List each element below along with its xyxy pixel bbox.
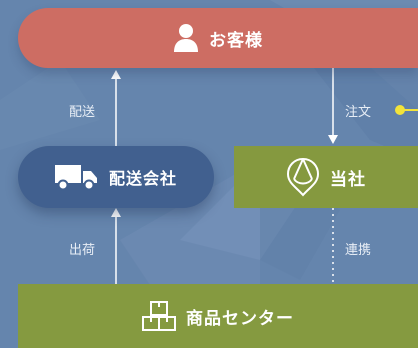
company-logo-icon (286, 157, 320, 197)
person-icon (173, 23, 199, 53)
arrow-head (111, 208, 121, 217)
edge-label-order: 注文 (345, 105, 372, 120)
accent-dot (395, 105, 405, 115)
boxes-icon (142, 300, 176, 332)
delivery-company-label: 配送会社 (108, 169, 177, 188)
delivery-company-node: 配送会社 (18, 146, 214, 208)
customer-node: お客様 (18, 8, 418, 68)
our-company-node: 当社 (234, 146, 418, 208)
arrow-head (328, 135, 338, 144)
product-center-label: 商品センター (186, 308, 294, 329)
edge-label-cooperation: 連携 (345, 243, 372, 258)
arrow-head (111, 70, 121, 79)
our-company-label: 当社 (330, 169, 366, 190)
edge-label-shipping: 出荷 (69, 243, 96, 258)
edge-label-delivery: 配送 (69, 105, 96, 120)
truck-icon (54, 163, 99, 191)
customer-label: お客様 (209, 30, 263, 51)
product-center-node: 商品センター (18, 284, 418, 348)
